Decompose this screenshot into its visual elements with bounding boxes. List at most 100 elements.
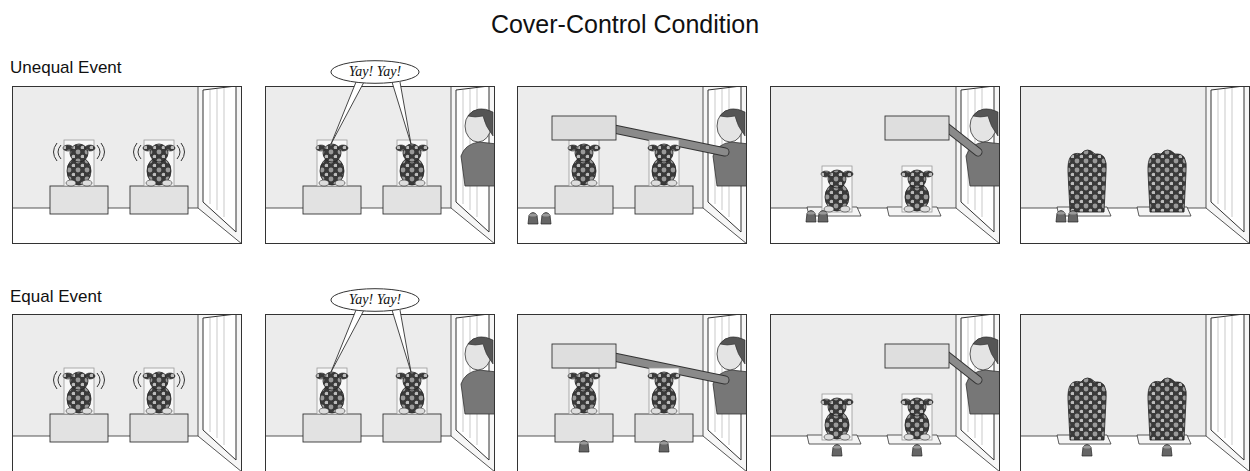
person-arm — [945, 126, 978, 152]
person-hair — [468, 109, 493, 136]
giraffe-foot — [319, 180, 329, 186]
giraffe-foot — [920, 434, 930, 440]
giraffe-ear — [923, 171, 933, 177]
giraffe-foot — [335, 408, 345, 414]
panel-frame — [518, 87, 747, 244]
motion-mark — [54, 371, 105, 389]
giraffe-ear — [85, 373, 95, 379]
giraffe-cover — [1068, 150, 1106, 212]
toy-cup-rim — [1083, 445, 1091, 448]
panel-bg — [265, 314, 495, 471]
giraffe-cover — [1068, 378, 1106, 440]
acrylic-case — [649, 368, 679, 414]
person-arm — [945, 354, 978, 380]
giraffe-ear — [165, 145, 175, 151]
panel-frame — [518, 315, 747, 471]
window — [203, 314, 236, 460]
giraffe-ear — [85, 145, 95, 151]
giraffe-ear — [338, 145, 348, 151]
scene-panel — [517, 86, 749, 244]
scene-panel — [517, 314, 749, 471]
side-wall — [198, 314, 242, 471]
giraffe-foot — [415, 408, 425, 414]
toy-cup-rim — [819, 211, 827, 214]
person-arm — [945, 354, 978, 380]
bubble-ellipse — [331, 289, 419, 312]
panel-frame — [1021, 315, 1250, 471]
panel-frame — [266, 87, 495, 244]
screen — [885, 344, 949, 368]
side-wall — [198, 86, 242, 244]
toy-cup-rim — [580, 441, 588, 444]
giraffe-foot — [651, 180, 661, 186]
acrylic-case — [822, 166, 852, 212]
giraffe-ear — [670, 373, 680, 379]
bubble-tail — [331, 82, 411, 144]
acrylic-case — [317, 368, 347, 414]
acrylic-case — [902, 394, 932, 440]
toy-cup-rim — [542, 213, 550, 216]
acrylic-case — [397, 140, 427, 186]
curtain — [1218, 316, 1232, 445]
stand-box — [50, 414, 108, 442]
stand-box — [303, 186, 361, 214]
toy-cup — [1082, 445, 1092, 457]
giraffe-foot — [66, 180, 76, 186]
curtain — [210, 88, 224, 217]
toy-cup-rim — [913, 445, 921, 448]
stand-box — [635, 414, 693, 442]
panel-bg — [12, 86, 242, 244]
giraffe-foot — [571, 408, 581, 414]
stand-box — [635, 186, 693, 214]
screen — [885, 116, 949, 140]
giraffe-foot — [651, 408, 661, 414]
giraffe-ear — [590, 145, 600, 151]
panel-bg — [517, 314, 747, 471]
giraffe-ear — [396, 145, 406, 151]
giraffe-ear — [63, 145, 73, 151]
window — [1211, 314, 1244, 460]
toy-cup-rim — [1057, 211, 1065, 214]
panel-frame — [1021, 87, 1250, 244]
stand-box — [50, 186, 108, 214]
giraffe-ear — [316, 373, 326, 379]
giraffe-ear — [418, 145, 428, 151]
toy-cup — [832, 445, 842, 457]
panel-bg — [517, 86, 747, 244]
scene-panel — [770, 314, 1002, 471]
giraffe-foot — [667, 408, 677, 414]
giraffe-ear — [418, 373, 428, 379]
giraffe-ear — [590, 373, 600, 379]
person-hair — [720, 337, 745, 364]
stand-box — [555, 414, 613, 442]
giraffe-ear — [843, 171, 853, 177]
toy-cup-rim — [1069, 211, 1077, 214]
toy-cup — [579, 441, 589, 453]
giraffe-foot — [146, 180, 156, 186]
panel-frame — [13, 87, 242, 244]
giraffe-cover — [1148, 150, 1186, 212]
stand-box — [130, 414, 188, 442]
person-body — [461, 370, 497, 414]
scene-panel — [265, 86, 497, 244]
giraffe-ear — [821, 171, 831, 177]
panel-bg — [770, 314, 1000, 471]
giraffe-foot — [162, 408, 172, 414]
panel-frame — [13, 315, 242, 471]
panel-bg — [770, 86, 1000, 244]
acrylic-case — [317, 140, 347, 186]
acrylic-case — [569, 140, 599, 186]
motion-mark — [54, 143, 105, 161]
stand-box — [555, 186, 613, 214]
toy-cup — [912, 445, 922, 457]
acrylic-case — [902, 166, 932, 212]
toy-cup-rim — [529, 213, 537, 216]
giraffe-foot — [571, 180, 581, 186]
giraffe-foot — [904, 206, 914, 212]
screen — [552, 344, 616, 368]
stand-box — [383, 186, 441, 214]
giraffe-foot — [399, 180, 409, 186]
panel-bg — [265, 86, 495, 244]
stand-box — [383, 414, 441, 442]
